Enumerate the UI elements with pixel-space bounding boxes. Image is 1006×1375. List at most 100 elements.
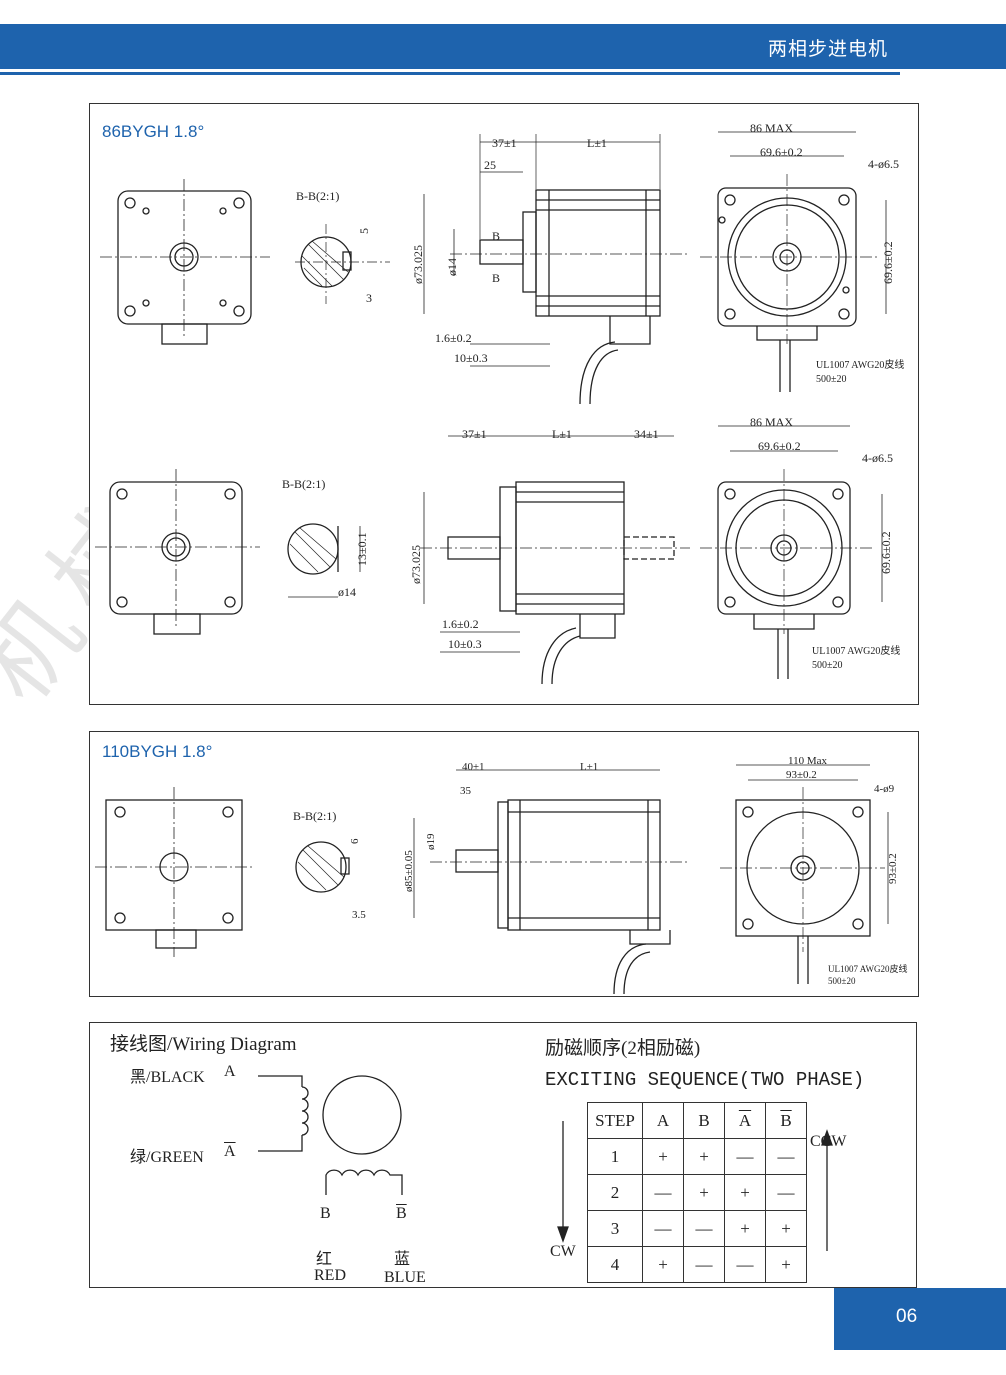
section-bb-110 [295,841,350,893]
label-red-en: RED [314,1267,346,1284]
sequence-table: STEP A B A B 1 + + — — 2 — + + — 3 — — +… [587,1102,807,1283]
dim-rear-bottom: 34±1 [634,427,659,441]
dim-flange-thk-top: 1.6±0.2 [435,331,472,345]
header-b: B [683,1102,725,1139]
dim-vspacing-bottom: 69.6±0.2 [879,531,893,574]
header-a-bar: A [724,1102,766,1139]
cw-arrow-head [557,1226,569,1243]
side-view-top [423,134,690,405]
seq-cell: — [683,1246,725,1283]
dim-vspacing-top: 69.6±0.2 [881,241,895,284]
dim-flat-bottom: 13±0.1 [355,532,369,566]
dim-max-top: 86 MAX [750,121,793,135]
label-phase-a-bar: A [224,1143,236,1160]
section-bb-top [295,224,390,304]
dim-max-bottom: 86 MAX [750,415,793,429]
dim-flange-thk-bottom: 1.6±0.2 [442,617,479,631]
dim-spacing-top: 69.6±0.2 [760,145,803,159]
dim-key-110: 35 [460,785,472,797]
panel-110bygh: 110BYGH 1.8° [89,731,919,997]
end-view-110 [720,764,889,984]
label-phase-b: B [320,1205,331,1222]
b-label-2: B [492,271,500,285]
dim-flange-110: ø85±0.05 [403,850,415,892]
seq-cell: + [642,1246,684,1283]
label-blue-en: BLUE [384,1269,426,1286]
model-title-110: 110BYGH 1.8° [102,742,213,761]
step-cell: 4 [587,1246,643,1283]
label-black: 黑/BLACK [130,1069,205,1086]
seq-cell: — [642,1174,684,1211]
dim-shaft-110: ø19 [425,833,437,850]
label-phase-b-bar: B [396,1205,407,1222]
sequence-title-cn: 励磁顺序(2相励磁) [545,1038,701,1059]
header-step: STEP [587,1102,643,1139]
label-ccw: CCW [810,1133,847,1150]
seq-cell: — [683,1210,725,1247]
header-underline [0,72,900,75]
side-view-bottom [420,435,690,685]
dim-body-bottom: L±1 [552,427,572,441]
dim-shaft-bottom: ø14 [338,585,356,599]
label-green: 绿/GREEN [130,1149,204,1166]
cable-len-top: 500±20 [816,374,847,385]
dim-key-top: 25 [484,158,496,172]
sequence-row: 1 + + — — [587,1138,807,1175]
seq-cell: — [724,1138,766,1175]
seq-cell: — [765,1138,807,1175]
dim-holes-bottom: 4-ø6.5 [862,451,893,465]
dim-front-bottom: 37±1 [462,427,487,441]
sequence-header-row: STEP A B A B [587,1102,807,1139]
side-view-110 [413,769,690,995]
front-view-110 [95,787,255,957]
dim-body-top: L±1 [587,136,607,150]
seq-cell: — [765,1174,807,1211]
dim-vspacing-110: 93±0.2 [887,853,899,884]
step-cell: 3 [587,1210,643,1247]
dim-keyw-top: 3 [366,291,372,305]
model-title-86: 86BYGH 1.8° [102,122,205,141]
dim-front-top: 37±1 [492,136,517,150]
dim-max-110: 110 Max [788,755,828,767]
dim-flange-bottom: ø73.025 [409,545,423,584]
end-view-top [700,131,887,392]
section-label-top: B-B(2:1) [296,189,339,203]
label-blue-cn: 蓝 [394,1251,411,1268]
end-view-bottom [700,425,883,679]
dim-keyw-110: 3.5 [352,909,366,921]
label-cw: CW [550,1243,576,1260]
rotor-circle [322,1075,402,1155]
dim-flat-top: 5 [357,228,371,234]
dim-shaft-top: ø14 [445,258,459,276]
page-header: 两相步进电机 [0,24,1006,76]
drawing-110bygh: B-B(2:1) 40±1 L±1 35 ø85±0.05 ø19 6 3.5 … [95,755,908,995]
section-label-110: B-B(2:1) [293,809,336,823]
b-label-1: B [492,229,500,243]
cable-spec-110: UL1007 AWG20皮线 [828,963,908,974]
seq-cell: + [724,1174,766,1211]
seq-cell: + [642,1138,684,1175]
sequence-row: 4 + — — + [587,1246,807,1283]
dim-front-110: 40±1 [462,761,485,773]
coil-b [325,1169,403,1195]
page-title: 两相步进电机 [767,38,888,60]
panel-86bygh: 86BYGH 1.8° [89,103,919,705]
seq-cell: + [765,1246,807,1283]
wiring-title: 接线图/Wiring Diagram [110,1034,297,1055]
dim-flat-110: 6 [349,838,361,844]
seq-cell: + [683,1174,725,1211]
section-label-bottom: B-B(2:1) [282,477,325,491]
front-view-bottom [95,469,260,635]
dim-boss-top: 10±0.3 [454,351,488,365]
step-cell: 2 [587,1174,643,1211]
wire-a-bar [258,1135,303,1152]
header-a: A [642,1102,684,1139]
page-number-box: 06 [834,1288,1006,1350]
seq-cell: + [683,1138,725,1175]
label-red-cn: 红 [316,1251,333,1268]
cable-spec-top: UL1007 AWG20皮线 [816,358,904,371]
wiring-diagram [258,1075,403,1195]
wire-a [258,1075,303,1087]
dim-holes-110: 4-ø9 [874,783,895,795]
dim-body-110: L±1 [580,761,598,773]
